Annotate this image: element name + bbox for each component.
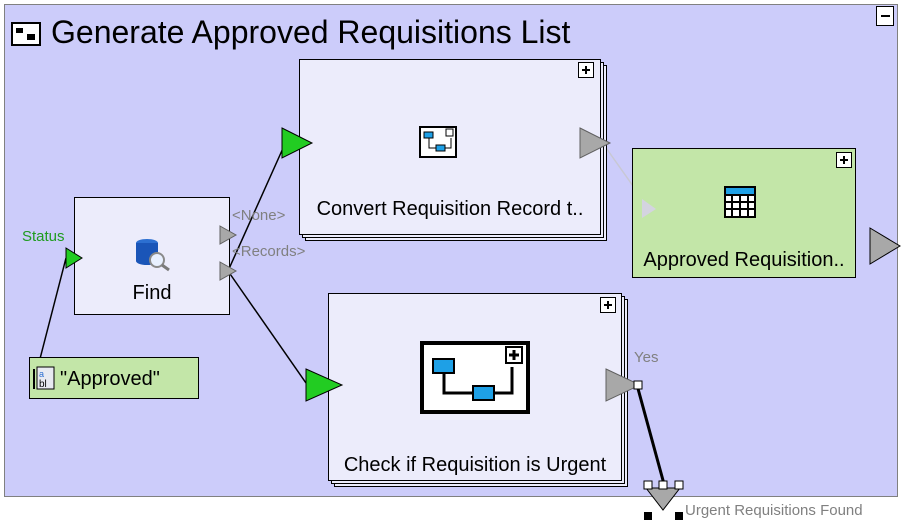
approved-constant-node[interactable]: a bl "Approved" — [29, 357, 199, 399]
find-records-output-port — [219, 261, 238, 281]
subprocess-icon — [419, 126, 457, 158]
expand-button[interactable] — [578, 62, 594, 78]
check-input-port — [305, 368, 344, 402]
none-port-label: <None> — [232, 207, 286, 224]
selection-handle — [658, 480, 668, 490]
approved-requisitions-label: Approved Requisition.. — [643, 249, 845, 271]
approved-constant-label: "Approved" — [60, 368, 160, 390]
subprocess-icon — [420, 341, 530, 414]
svg-text:bl: bl — [39, 379, 47, 390]
status-port-label: Status — [22, 228, 65, 245]
find-input-port — [65, 247, 83, 269]
convert-node-label: Convert Requisition Record t.. — [316, 198, 584, 220]
urgent-requisitions-found-label: Urgent Requisitions Found — [685, 502, 863, 519]
text-constant-icon: a bl — [33, 366, 55, 390]
selection-handle — [675, 512, 683, 520]
expand-button[interactable] — [836, 152, 852, 168]
approved-input-port — [642, 199, 656, 218]
urgent-found-terminal — [644, 487, 682, 511]
table-grid-icon — [724, 186, 756, 218]
convert-node[interactable]: Convert Requisition Record t.. — [299, 59, 601, 235]
selection-handle — [644, 512, 652, 520]
yes-port-label: Yes — [634, 349, 659, 366]
connector-find-to-convert — [227, 145, 285, 272]
convert-output-port — [579, 127, 612, 159]
workflow-title: Generate Approved Requisitions List — [51, 14, 571, 50]
approved-requisitions-node[interactable]: Approved Requisition.. — [632, 148, 856, 278]
check-urgent-label: Check if Requisition is Urgent — [343, 454, 607, 476]
records-port-label: <Records> — [232, 243, 306, 260]
approved-output-port — [869, 227, 901, 265]
find-none-output-port — [219, 225, 238, 245]
selection-handle — [643, 480, 653, 490]
expand-button[interactable] — [600, 297, 616, 313]
find-node[interactable]: Find — [74, 197, 230, 315]
selection-handle — [674, 480, 684, 490]
selection-handle — [633, 380, 643, 390]
svg-text:a: a — [39, 369, 44, 379]
database-search-icon — [136, 239, 170, 272]
connector-check-to-urgent — [635, 384, 666, 485]
collapse-button[interactable] — [876, 6, 894, 26]
find-node-label: Find — [132, 282, 172, 304]
check-urgent-node[interactable]: Check if Requisition is Urgent — [328, 293, 622, 481]
subprocess-window-icon — [11, 22, 41, 46]
check-yes-output-port — [605, 368, 642, 402]
connector-find-to-check — [227, 270, 307, 384]
convert-input-port — [281, 127, 314, 159]
